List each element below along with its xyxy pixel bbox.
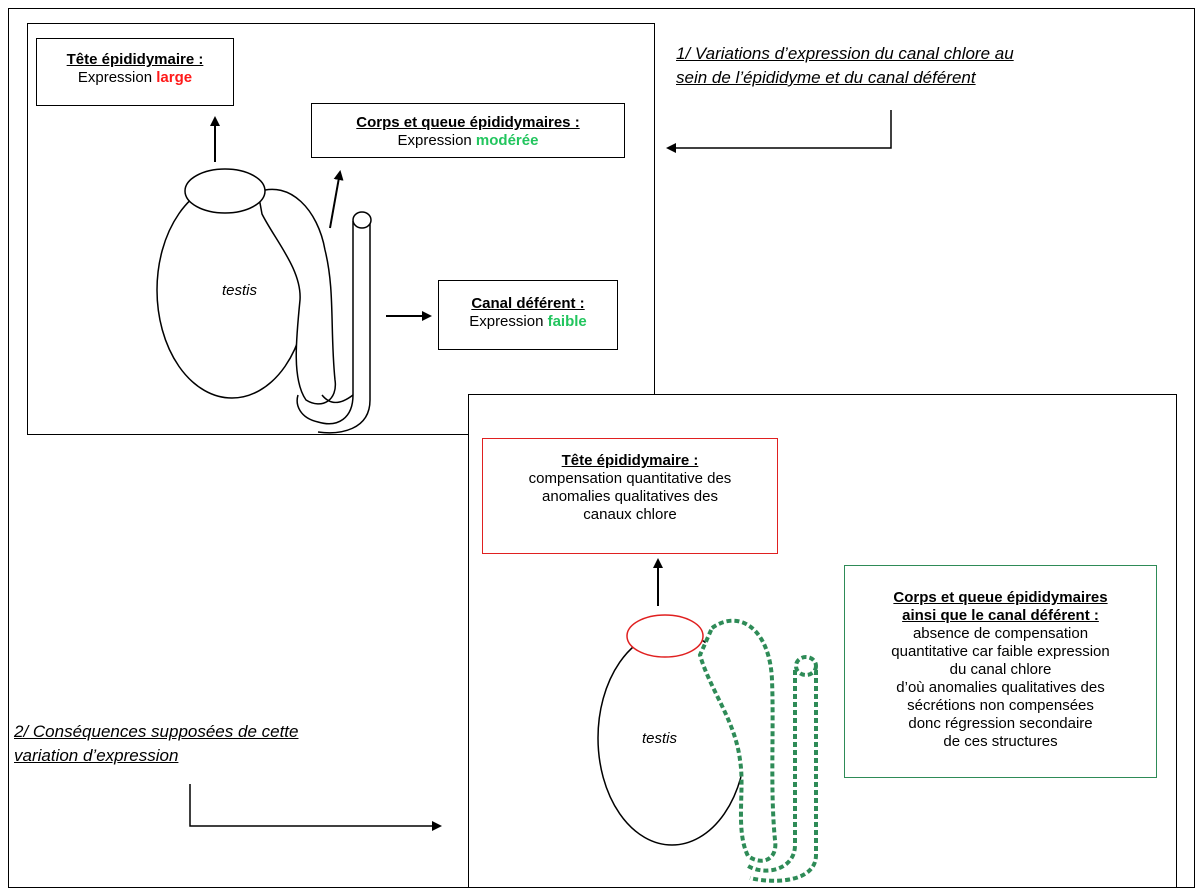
- arrow-body: [329, 170, 344, 229]
- arrow-note2: [189, 784, 442, 831]
- panel2-vas-deferens: [746, 670, 818, 883]
- panel2-head-box: Tête épididymaire : compensation quantit…: [482, 438, 778, 554]
- panel1-head-box: Tête épididymaire : Expression large: [36, 38, 234, 106]
- duct-box-title: Canal déférent :: [471, 295, 585, 312]
- panel2-vas-top: [794, 655, 818, 677]
- p2-body-line5: sécrétions non compensées: [907, 697, 1094, 714]
- body-box-level: modérée: [475, 132, 539, 149]
- duct-box-prefix: Expression: [469, 313, 548, 330]
- p2-body-line7: de ces structures: [943, 733, 1058, 750]
- note2: 2/ Conséquences supposées de cette varia…: [14, 720, 298, 768]
- panel1-vas-top: [352, 211, 372, 229]
- p2-head-line2: anomalies qualitatives des: [542, 488, 718, 505]
- p2-body-title1: Corps et queue épididymaires: [893, 589, 1108, 606]
- p2-body-title2: ainsi que le canal déférent :: [902, 607, 1099, 624]
- p2-head-title: Tête épididymaire :: [561, 452, 699, 469]
- p2-head-line3: canaux chlore: [583, 506, 677, 523]
- note2-line1: 2/ Conséquences supposées de cette: [14, 722, 299, 741]
- head-box-text: Expression large: [37, 69, 233, 87]
- note1-line2: sein de l’épididyme et du canal déférent: [676, 68, 976, 87]
- panel2-testis-label: testis: [642, 730, 678, 747]
- panel1-duct-box: Canal déférent : Expression faible: [438, 280, 618, 350]
- panel2-body-box: Corps et queue épididymaires ainsi que l…: [844, 565, 1157, 778]
- body-box-text: Expression modérée: [312, 132, 624, 150]
- body-box-title: Corps et queue épididymaires :: [356, 114, 580, 131]
- duct-box-text: Expression faible: [439, 313, 617, 331]
- note2-line2: variation d’expression: [14, 746, 179, 765]
- panel1-testis-label: testis: [222, 282, 258, 299]
- note1-line1: 1/ Variations d’expression du canal chlo…: [676, 44, 1014, 63]
- p2-body-line4: d’où anomalies qualitatives des: [896, 679, 1105, 696]
- panel2-epididymis-body: [697, 618, 778, 863]
- panel1-vas-deferens: [296, 221, 371, 434]
- note1: 1/ Variations d’expression du canal chlo…: [676, 42, 1014, 90]
- panel1-frame: [27, 23, 655, 435]
- duct-box-level: faible: [547, 313, 587, 330]
- p2-body-line2: quantitative car faible expression: [891, 643, 1110, 660]
- body-box-prefix: Expression: [397, 132, 476, 149]
- head-box-level: large: [156, 69, 193, 86]
- arrow-note1: [666, 110, 892, 153]
- p2-body-line6: donc régression secondaire: [908, 715, 1093, 732]
- panel1-epididymis-head: [184, 168, 266, 214]
- panel2-epididymis-head: [626, 614, 704, 658]
- p2-head-line1: compensation quantitative des: [528, 470, 732, 487]
- panel1-epididymis-body: [257, 188, 337, 405]
- panel1-body-box: Corps et queue épididymaires : Expressio…: [311, 103, 625, 158]
- head-box-prefix: Expression: [77, 69, 157, 86]
- p2-body-line3: du canal chlore: [949, 661, 1052, 678]
- head-box-title: Tête épididymaire :: [66, 51, 204, 68]
- p2-body-line1: absence de compensation: [912, 625, 1089, 642]
